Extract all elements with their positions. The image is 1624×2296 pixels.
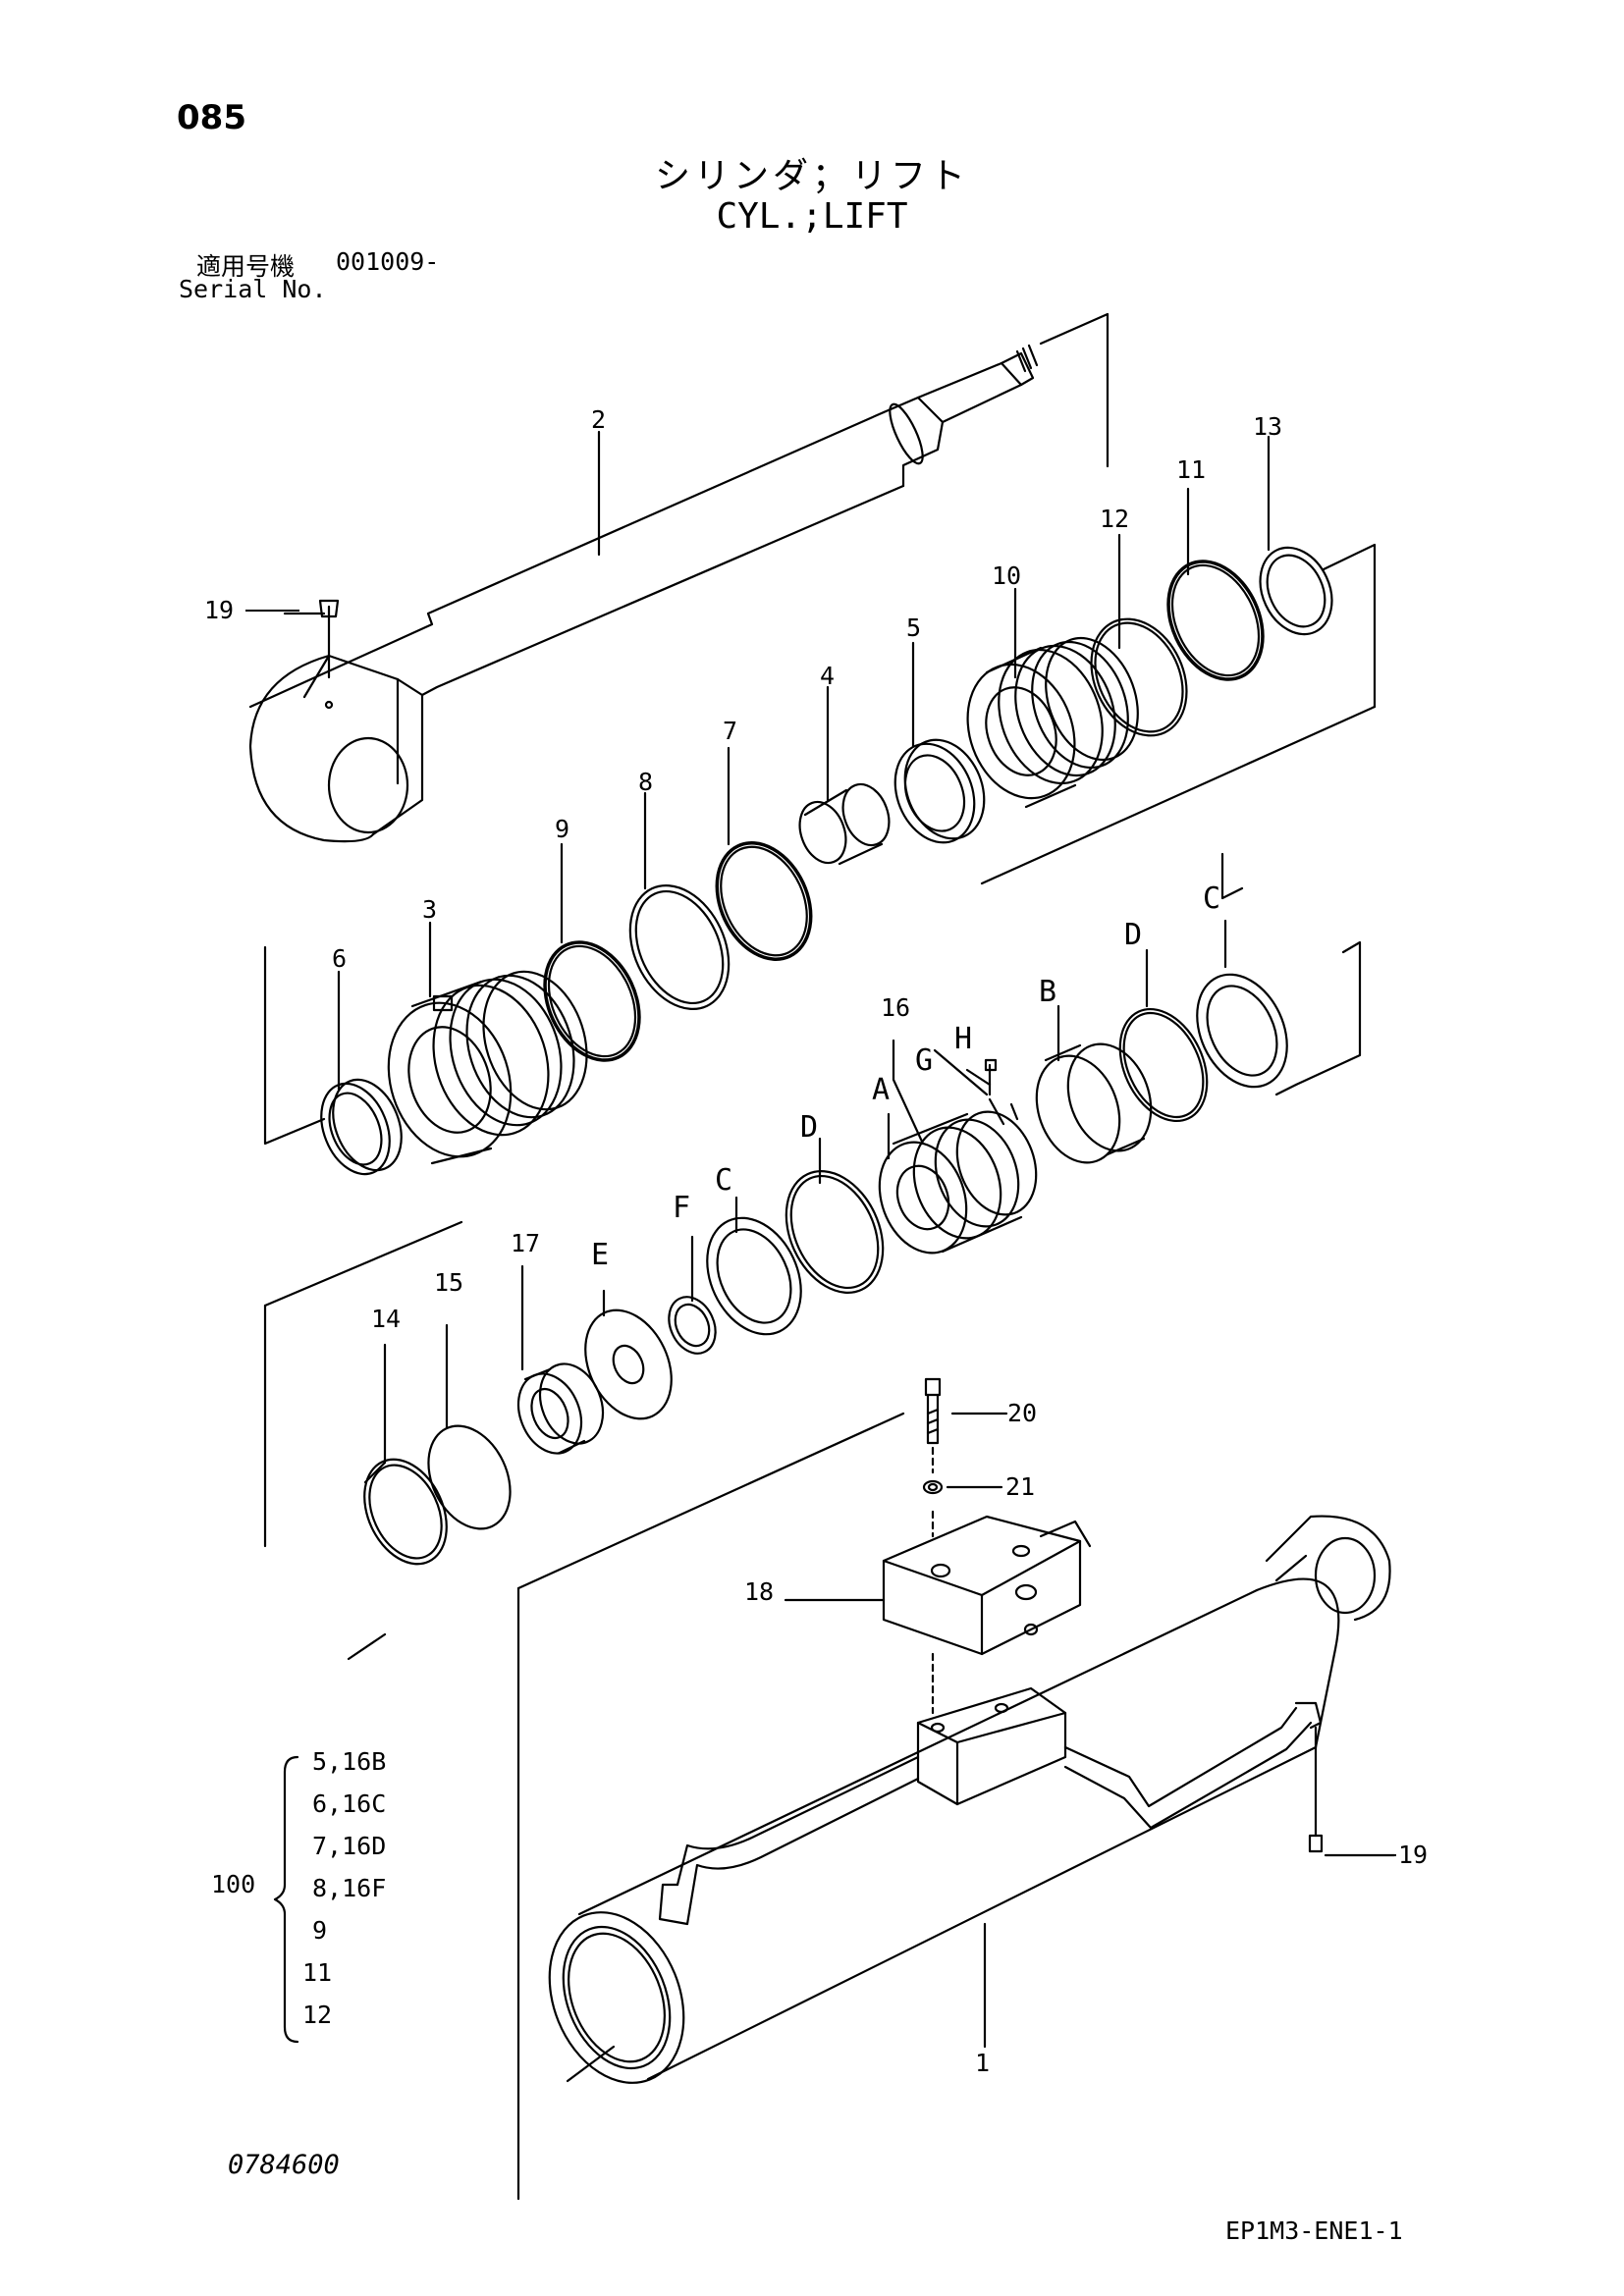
callout-21: 21 [1005, 1472, 1035, 1501]
group-frame-lines [263, 312, 1377, 2201]
callout-8: 8 [638, 768, 653, 796]
subpart-A: A [872, 1073, 890, 1107]
part-rings-789 [543, 841, 813, 1062]
callout-15: 15 [434, 1268, 463, 1297]
subpart-F: F [673, 1191, 690, 1225]
kit-item: 6,16C [312, 1789, 386, 1818]
subpart-D-right: D [1124, 918, 1142, 952]
page-number: 085 [177, 98, 246, 137]
kit-number: 100 [211, 1870, 255, 1898]
serial-label-jp: 適用号機 [196, 252, 296, 281]
subpart-D-left: D [800, 1110, 818, 1145]
callout-12: 12 [1100, 505, 1129, 533]
kit-item: 5,16B [312, 1747, 386, 1776]
part-bushing [798, 738, 986, 866]
callout-5: 5 [906, 614, 921, 642]
callout-3: 3 [422, 895, 437, 924]
subpart-E: E [591, 1238, 609, 1272]
callout-7: 7 [723, 717, 737, 745]
part-piston-seals-left [363, 1169, 885, 1566]
part-piston [878, 973, 1288, 1255]
subpart-C-right: C [1203, 881, 1220, 916]
callout-9: 9 [555, 815, 569, 843]
title-japanese: シリンダ；リフト [654, 156, 969, 196]
callout-6: 6 [332, 944, 347, 973]
part-cylinder-tube [548, 1515, 1391, 2084]
callout-14: 14 [371, 1305, 401, 1333]
callout-19-top: 19 [204, 596, 234, 624]
part-cylinder-head [966, 636, 1139, 809]
part-gland [387, 970, 588, 1165]
callout-20: 20 [1007, 1399, 1037, 1427]
subpart-H: H [954, 1022, 972, 1056]
callout-10: 10 [992, 561, 1021, 590]
serial-value: 001009- [336, 247, 440, 276]
callout-18: 18 [744, 1577, 774, 1606]
callout-1: 1 [975, 2049, 990, 2077]
callout-17: 17 [511, 1229, 540, 1257]
part-head-seals [1090, 546, 1333, 737]
callout-11: 11 [1176, 455, 1206, 484]
subpart-G: G [915, 1043, 933, 1078]
part-piston-rod [248, 344, 1039, 843]
callout-2: 2 [591, 405, 606, 434]
kit-item: 11 [302, 1958, 332, 1987]
callout-19-bottom: 19 [1398, 1841, 1428, 1869]
part-valve-block [882, 1515, 1092, 1715]
subpart-C-left: C [715, 1163, 732, 1198]
leader-lines [283, 430, 1396, 2083]
part-bolt [922, 1377, 944, 1538]
subpart-B: B [1039, 975, 1056, 1009]
callout-16: 16 [881, 993, 910, 1022]
page-code: EP1M3-ENE1-1 [1225, 2216, 1403, 2245]
kit-item: 8,16F [312, 1874, 386, 1902]
kit-item: 7,16D [312, 1832, 386, 1860]
kit-item: 12 [302, 2001, 332, 2029]
part-seal-6 [320, 1078, 403, 1176]
callout-4: 4 [820, 662, 835, 690]
kit-item: 9 [312, 1916, 327, 1945]
kit-brace [273, 1755, 299, 2044]
serial-label-en: Serial No. [179, 275, 327, 303]
title-english: CYL.;LIFT [716, 196, 908, 237]
drawing-number: 0784600 [228, 2150, 340, 2180]
callout-13: 13 [1253, 412, 1282, 441]
